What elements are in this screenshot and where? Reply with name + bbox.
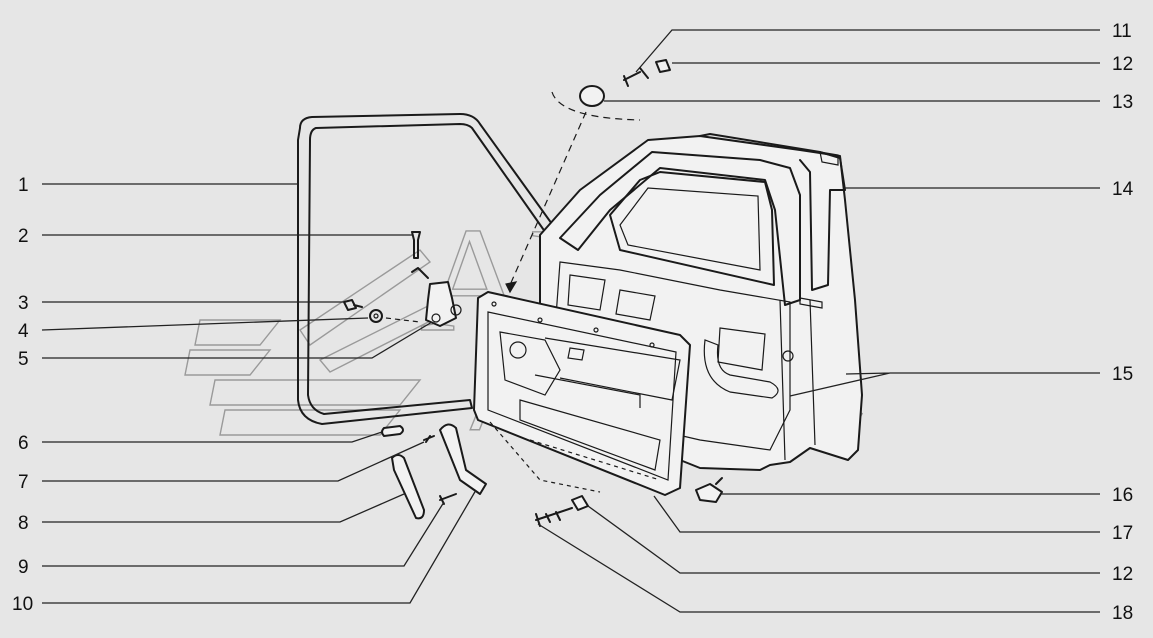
callout-6: 6	[18, 433, 29, 454]
callout-18: 18	[1112, 603, 1133, 624]
plug-13	[579, 85, 605, 107]
callouts-right: 11 12 13 14 15 16 17 12 18	[1112, 21, 1134, 624]
callout-11: 11	[1112, 21, 1132, 42]
callout-17: 17	[1112, 523, 1133, 544]
screw-11	[623, 67, 649, 87]
clip-12-bottom	[571, 495, 589, 511]
armrest-8	[391, 454, 425, 520]
assembly-dash-line	[509, 111, 587, 286]
callout-1: 1	[18, 175, 29, 196]
plug-6	[381, 425, 404, 437]
door-pull-handle-10	[439, 423, 487, 495]
assembly-arrow	[505, 281, 518, 294]
washer-4	[369, 309, 421, 323]
callout-2: 2	[18, 226, 29, 247]
callouts-left: 1 2 3 4 5 6 7 8 9 10	[12, 175, 33, 615]
callout-15: 15	[1112, 364, 1133, 385]
callout-16: 16	[1112, 485, 1133, 506]
bolt-2	[411, 231, 421, 259]
callout-7: 7	[18, 472, 29, 493]
callout-12-top: 12	[1112, 54, 1133, 75]
callout-9: 9	[18, 557, 29, 578]
callout-3: 3	[18, 293, 29, 314]
leader-lines-left	[41, 183, 477, 604]
door-trim-panel	[473, 291, 691, 496]
callout-12-bottom: 12	[1112, 564, 1133, 585]
clip-12-top	[655, 59, 671, 73]
screw-9	[439, 493, 457, 505]
callout-10: 10	[12, 594, 33, 615]
door-seal	[297, 113, 553, 425]
callout-5: 5	[18, 349, 29, 370]
door-lock-mechanism	[411, 267, 462, 327]
callout-8: 8	[18, 513, 29, 534]
screw-3	[343, 299, 363, 311]
callout-14: 14	[1112, 179, 1134, 200]
hidden-line	[551, 91, 641, 121]
clip-16	[695, 477, 723, 503]
screw-18	[535, 507, 573, 527]
screw-7	[423, 435, 435, 443]
leader-lines-right	[537, 29, 1100, 613]
callout-4: 4	[18, 321, 29, 342]
callout-13: 13	[1112, 92, 1133, 113]
